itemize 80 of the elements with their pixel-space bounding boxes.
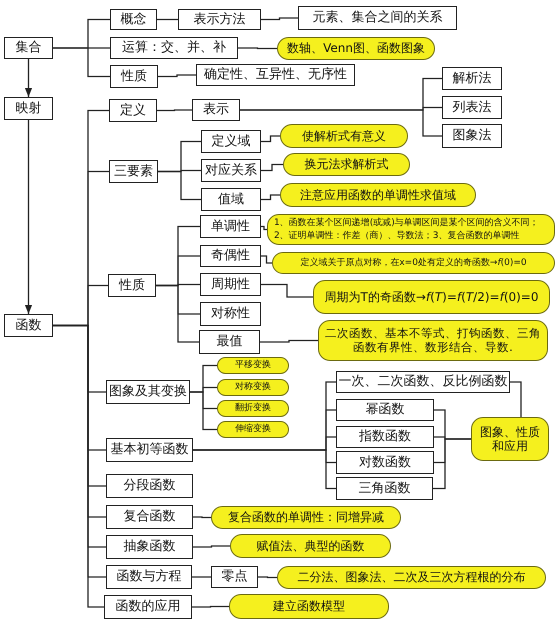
connector-line: [261, 255, 272, 264]
note-bubble: 换元法求解析式: [283, 153, 410, 176]
connector-line: [190, 391, 217, 430]
connector-line: [261, 17, 298, 20]
note-bubble: 注意应用函数的单调性求值域: [280, 183, 476, 207]
topic-box: 最值: [199, 330, 260, 354]
topic-box: 定义: [109, 99, 157, 122]
topic-box: 函数的应用: [104, 595, 192, 619]
topic-box: 对应关系: [201, 159, 261, 182]
connector-line: [433, 438, 471, 490]
topic-box: 三要素: [109, 160, 158, 183]
connector-line: [240, 109, 442, 137]
note-bubble: 定义域关于原点对称，在x=0处有定义的奇函数→f(0)=0: [272, 252, 555, 274]
topic-box: 复合函数: [106, 505, 193, 529]
topic-box: 奇偶性: [200, 245, 261, 267]
note-bubble: 对称变换: [217, 379, 289, 396]
topic-box: 图象法: [442, 124, 502, 148]
topic-box: 幂函数: [336, 399, 434, 421]
topic-box: 表示: [192, 99, 240, 121]
note-bubble: 1、函数在某个区间递增(或减)与单调区间是某个区间的含义不同；2、证明单调性：作差（商）、导数法；3、复合函数的单调性: [267, 214, 555, 245]
topic-box: 三角函数: [336, 477, 433, 500]
connector-line: [193, 545, 230, 548]
connector-line: [192, 606, 229, 608]
connector-line: [510, 381, 522, 417]
note-bubble: 图象、性质和应用: [471, 417, 549, 461]
topic-box: 图象及其变换: [106, 380, 190, 404]
topic-box: 定义域: [201, 130, 261, 153]
note-bubble: 使解析式有意义: [280, 124, 408, 148]
note-bubble: 赋值法、典型的函数: [230, 534, 391, 558]
topic-box: 对称性: [200, 302, 261, 326]
topic-box: 运算：交、并、补: [110, 37, 238, 59]
connector-line: [258, 576, 277, 578]
note-bubble: 翻折变换: [217, 400, 289, 417]
connector-line: [158, 170, 201, 200]
topic-box: 一次、二次函数、反比例函数: [336, 371, 510, 393]
topic-box: 函数: [4, 314, 53, 337]
note-bubble: 二次函数、基本不等式、打钩函数、三角函数有界性、数形结合、导数.: [318, 320, 548, 361]
arrow: [24, 59, 32, 97]
topic-box: 概念: [110, 9, 157, 30]
connector-line: [260, 340, 318, 343]
note-bubble: 复合函数的单调性：同增异减: [211, 506, 401, 529]
note-bubble: 建立函数模型: [229, 594, 389, 619]
topic-box: 基本初等函数: [106, 438, 193, 462]
connector-line: [238, 47, 277, 50]
note-bubble: 平移变换: [217, 357, 289, 374]
connector-line: [53, 47, 110, 78]
connector-line: [192, 576, 211, 578]
topic-box: 集合: [4, 37, 53, 59]
topic-box: 映射: [4, 97, 53, 120]
topic-box: 函数与方程: [106, 565, 192, 589]
topic-box: 抽象函数: [106, 535, 193, 559]
topic-box: 周期性: [200, 273, 261, 296]
topic-box: 值域: [201, 188, 261, 211]
note-bubble: 二分法、图象法、二次及三次方程根的分布: [277, 566, 546, 589]
topic-box: 零点: [211, 566, 258, 588]
note-bubble: 数轴、Venn图、函数图象: [277, 37, 435, 60]
connector-line: [156, 284, 199, 343]
topic-box: 性质: [108, 274, 156, 297]
connector-line: [158, 74, 196, 78]
connector-line: [261, 194, 280, 200]
connector-line: [193, 449, 336, 490]
topic-box: 解析法: [442, 67, 502, 90]
connector-line: [157, 109, 192, 112]
arrow: [24, 120, 32, 314]
note-bubble: 伸缩变换: [217, 421, 289, 438]
topic-box: 对数函数: [336, 451, 434, 474]
topic-box: 元素、集合之间的关系: [298, 6, 457, 30]
note-bubble: 周期为T的奇函数→f(T)=f(T/2)=f(0)=0: [313, 280, 550, 314]
connector-line: [193, 516, 211, 518]
connector-line: [157, 18, 178, 20]
topic-box: 分段函数: [106, 474, 193, 498]
connector-line: [261, 135, 280, 142]
topic-box: 性质: [110, 65, 158, 88]
connector-line: [261, 164, 283, 172]
topic-box: 列表法: [442, 96, 502, 119]
topic-box: 单调性: [200, 215, 261, 238]
topic-box: 表示方法: [178, 9, 261, 30]
topic-box: 确定性、互异性、无序性: [196, 64, 355, 86]
connector-line: [261, 284, 313, 298]
topic-box: 指数函数: [336, 426, 434, 448]
